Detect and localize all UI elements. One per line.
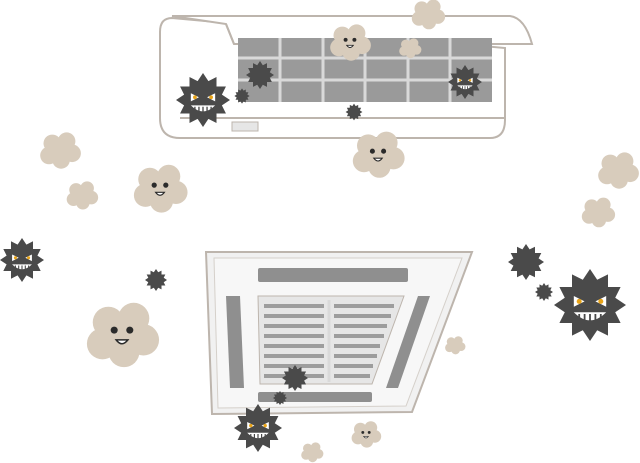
germ-monster-icon — [508, 244, 544, 280]
cassette-grille — [257, 295, 405, 385]
germ-monster-icon — [0, 238, 44, 282]
germ-monster-icon — [145, 269, 167, 291]
dust-ball-icon — [598, 152, 639, 189]
dust-ball-icon — [445, 336, 466, 355]
dust-ball-icon — [301, 442, 324, 463]
germ-monster-icon — [554, 269, 626, 341]
dust-ball-icon — [133, 164, 188, 213]
ceiling-cassette-air-conditioner-icon — [204, 251, 474, 416]
dust-ball-icon — [351, 421, 382, 448]
germ-monster-icon — [535, 283, 553, 301]
dust-ball-icon — [581, 197, 616, 228]
dust-ball-icon — [40, 132, 81, 169]
dust-ball-icon — [86, 302, 160, 368]
cassette-vent-slots — [226, 268, 430, 402]
dust-ball-icon — [66, 181, 99, 210]
